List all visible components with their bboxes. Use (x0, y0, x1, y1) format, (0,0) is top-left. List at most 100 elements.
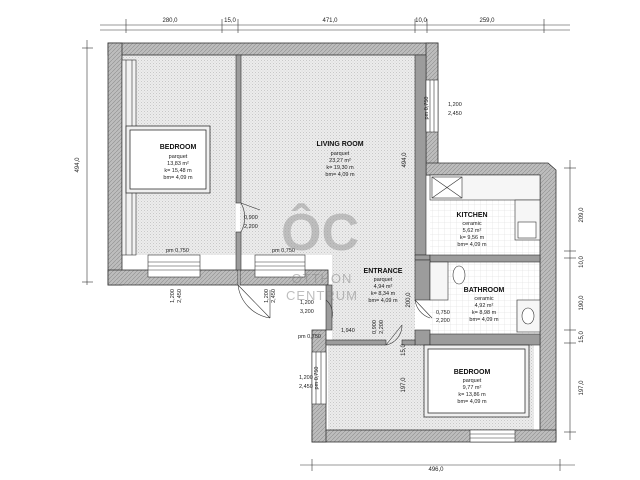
door-bath-h: 2,200 (436, 318, 450, 324)
door-bed1-w: 0,900 (244, 215, 258, 221)
room-floor: parquet (463, 378, 482, 384)
room-area: 13,83 m² (167, 161, 189, 167)
window-living-pm: pm 0,750 (272, 248, 295, 254)
room-bm: bm= 4,09 m (457, 242, 487, 248)
entrance-label: ENTRANCE parquet 4,94 m² k= 8,34 m bm= 4… (364, 268, 403, 304)
door-entr-w: 0,900 (372, 320, 378, 334)
bedroom2-label: BEDROOM parquet 9,77 m² k= 13,86 m bm= 4… (454, 369, 491, 405)
kitchen-fixtures (429, 174, 541, 241)
door-bottom-pm: pm 0,750 (298, 334, 321, 340)
room-name: KITCHEN (456, 212, 487, 219)
dim-top-5: 259,0 (479, 18, 495, 24)
dim-inner-entrance: 200,0 (406, 292, 412, 308)
door-entr-bed2 (385, 324, 403, 346)
window-living-w: 1,200 (264, 289, 270, 303)
wall-entr-bath (414, 259, 431, 301)
door-entr-h: 2,200 (379, 320, 385, 334)
window-bed1-bottom (147, 254, 201, 278)
room-floor: parquet (374, 277, 393, 283)
watermark-logo: ÔC OTTHON CENTRUM (281, 203, 359, 303)
toilet (452, 265, 466, 285)
wall-entrance-left (325, 284, 333, 331)
wall-left (107, 42, 123, 286)
inner-walls (235, 54, 541, 346)
door-bath (414, 299, 433, 319)
window-living-right (425, 79, 439, 133)
entrance-floor (332, 255, 415, 345)
watermark-line2: CENTRUM (286, 288, 358, 303)
dim-inner-living: 494,0 (402, 152, 408, 168)
window-bed1-h: 2,450 (177, 289, 183, 303)
dim-inner-150: 15,0 (401, 344, 407, 356)
room-area: 23,27 m² (329, 158, 351, 164)
door-front-h: 3,200 (300, 309, 314, 315)
window-right-w: 1,200 (448, 102, 462, 108)
room-bm: bm= 4,09 m (457, 399, 487, 405)
wall-bath-bed2 (429, 333, 541, 346)
window-living-bottom (254, 254, 306, 278)
dim-bottom: 496,0 (428, 467, 444, 473)
dim-right-1: 209,0 (579, 207, 585, 223)
window-bed2-pm: pm 0,750 (314, 367, 320, 390)
dim-top-3: 471,0 (322, 18, 338, 24)
top-dimension-line (100, 19, 570, 33)
room-area: 4,92 m² (475, 303, 494, 309)
room-bm: bm= 4,09 m (325, 172, 355, 178)
kitchen-sink (517, 221, 537, 239)
room-name: BEDROOM (160, 144, 197, 151)
label-1940: 1,940 (341, 328, 355, 334)
dim-left: 494,0 (75, 157, 81, 173)
dim-top-2: 15,0 (224, 18, 236, 24)
right-dimension-line (564, 160, 576, 440)
wall-entr-bed2 (325, 339, 387, 346)
wall-kitchen-bath-h (429, 254, 541, 263)
wall-bed-living (235, 54, 242, 204)
wall-kitchen-bath (414, 254, 431, 261)
door-bed1-h: 2,200 (244, 224, 258, 230)
watermark-logo-text: ÔC (281, 203, 359, 262)
dim-top-4: 10,0 (415, 18, 427, 24)
dim-right-2: 10,0 (579, 256, 585, 268)
room-k: k= 8,98 m (472, 310, 497, 316)
door-bed1 (240, 202, 261, 233)
room-name: ENTRANCE (364, 268, 403, 275)
room-bm: bm= 4,09 m (368, 298, 398, 304)
beds (125, 125, 530, 418)
bathroom-label: BATHROOM ceramic 4,92 m² k= 8,98 m bm= 4… (464, 287, 505, 323)
room-floor: parquet (169, 154, 188, 160)
dim-inner-bed2: 197,0 (401, 377, 407, 393)
room-bm: bm= 4,09 m (163, 175, 193, 181)
room-k: k= 13,86 m (458, 392, 486, 398)
bedroom1-label: BEDROOM parquet 13,83 m² k= 15,48 m bm= … (160, 144, 197, 181)
room-name: LIVING ROOM (316, 141, 363, 148)
wall-top (107, 42, 439, 56)
wall-entr-bath-low (414, 329, 431, 346)
window-bottom-right (469, 429, 516, 443)
window-living-h: 2,450 (271, 289, 277, 303)
door-bath-w: 0,750 (436, 310, 450, 316)
room-floor: ceramic (462, 221, 482, 227)
washbasin (521, 307, 535, 325)
room-name: BEDROOM (454, 369, 491, 376)
window-bed2-left (311, 351, 327, 405)
window-bed2-h: 2,450 (299, 384, 313, 390)
window-bed2-w: 1,200 (299, 375, 313, 381)
watermark-line1: OTTHON (292, 271, 353, 286)
room-area: 9,77 m² (463, 385, 482, 391)
wall-living-kitchen (414, 54, 427, 256)
room-area: 5,62 m² (463, 228, 482, 234)
shower (429, 261, 449, 301)
window-bed1-w: 1,200 (170, 289, 176, 303)
bathroom-fixtures (429, 261, 541, 333)
room-floor: parquet (331, 151, 350, 157)
kitchen-label: KITCHEN ceramic 5,62 m² k= 9,56 m bm= 4,… (456, 212, 487, 248)
room-bm: bm= 4,09 m (469, 317, 499, 323)
dim-right-3: 190,0 (579, 295, 585, 311)
room-k: k= 8,34 m (371, 291, 396, 297)
room-name: BATHROOM (464, 287, 505, 294)
room-k: k= 19,30 m (326, 165, 354, 171)
wall-entr-bed2-r (401, 339, 416, 346)
door-front-w: 1,200 (300, 300, 314, 306)
room-k: k= 15,48 m (164, 168, 192, 174)
